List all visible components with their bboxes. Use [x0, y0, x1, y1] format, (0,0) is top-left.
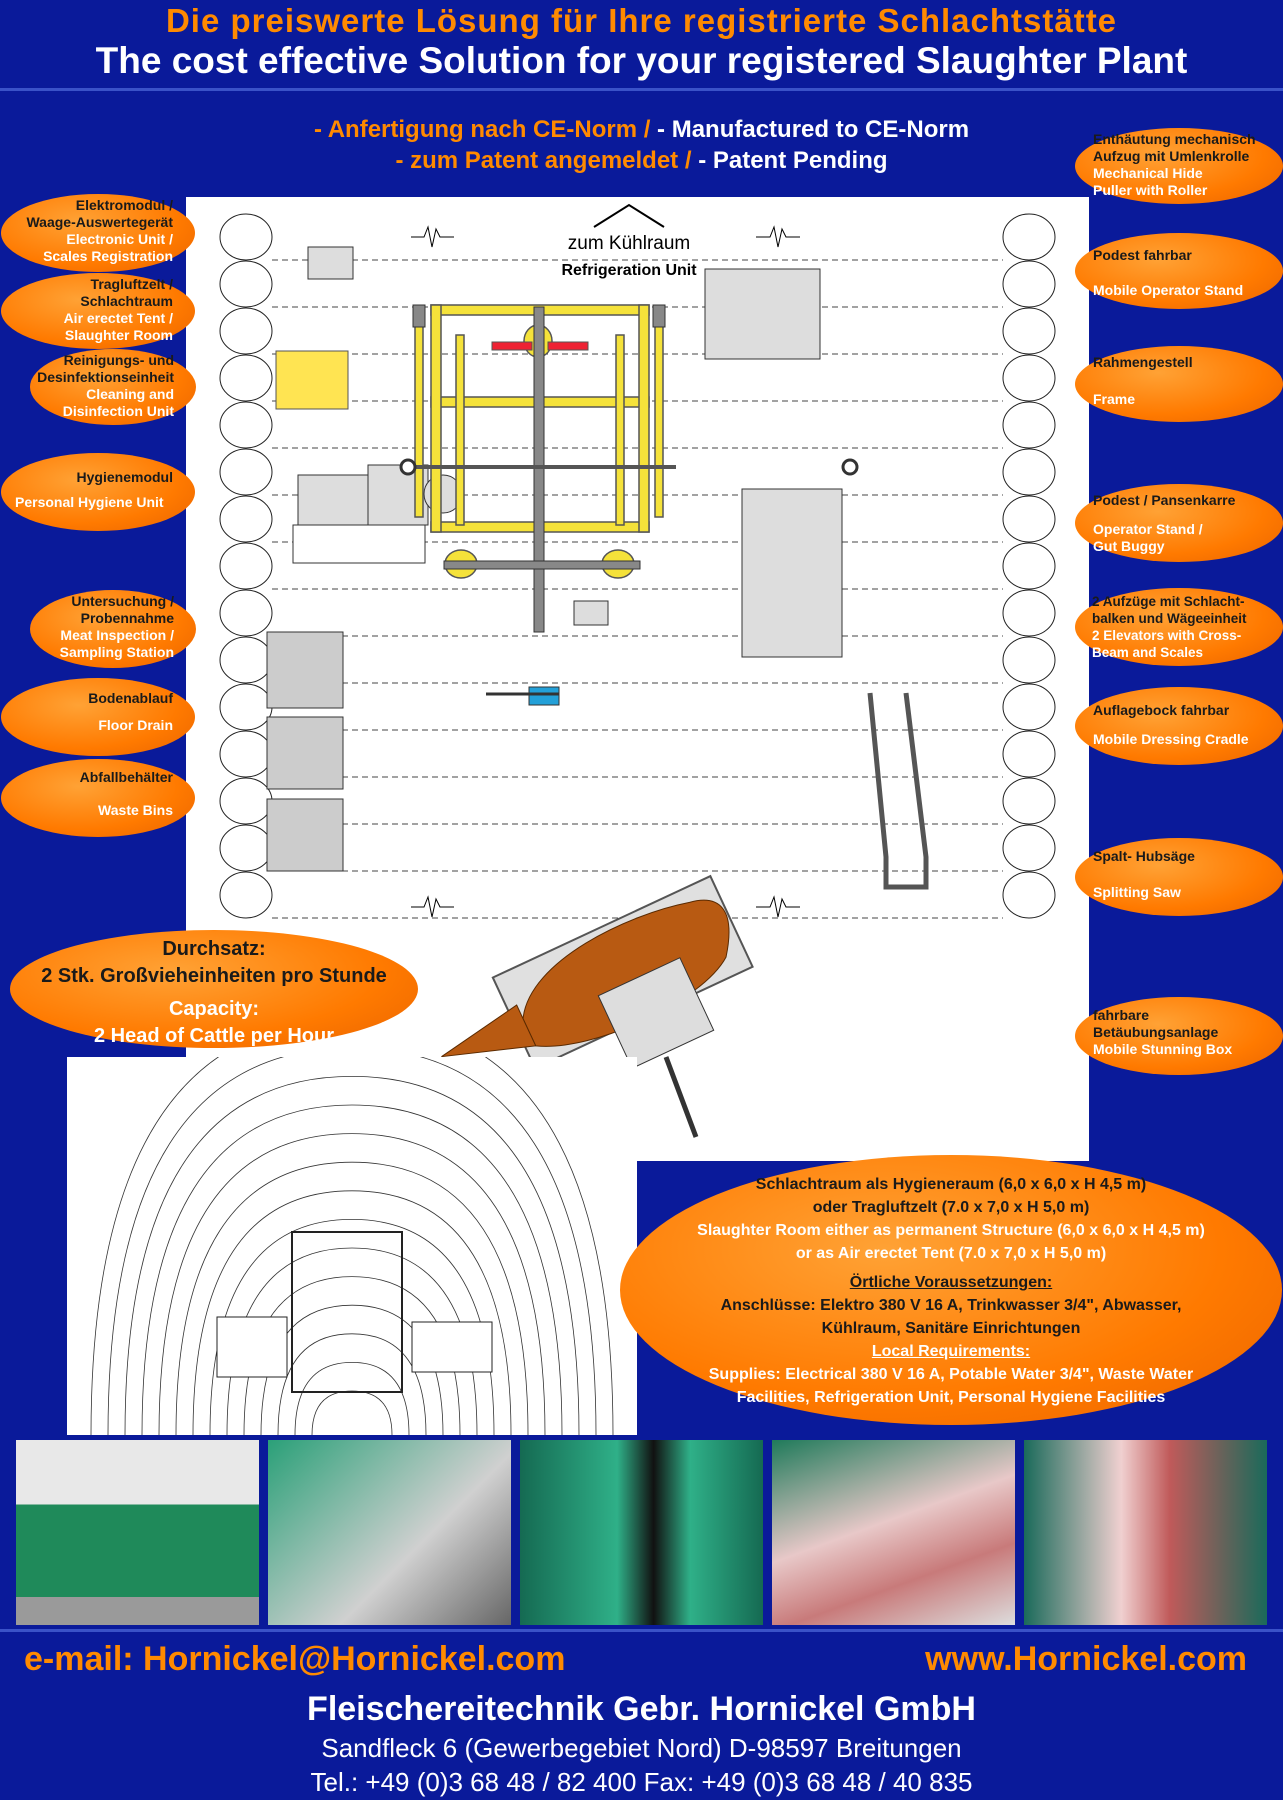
feature-ce-norm: - Anfertigung nach CE-Norm / - Manufactu… — [313, 116, 970, 143]
label-gut-buggy: Podest / Pansenkarre Operator Stand / Gu… — [1075, 484, 1283, 562]
tent-tube — [219, 401, 273, 449]
company-phone: Tel.: +49 (0)3 68 48 / 82 400 Fax: +49 (… — [310, 1767, 973, 1797]
tent-tube — [1002, 589, 1056, 637]
label-floor-drain: Bodenablauf Floor Drain — [1, 678, 195, 756]
tent-drawing — [67, 1018, 637, 1436]
tent-tube — [219, 260, 273, 308]
photo-tent-exterior — [16, 1440, 259, 1625]
floor-plan-drawing: zum Kühlraum Refrigeration Unit — [219, 203, 1056, 1138]
floor-plan: zum Kühlraum Refrigeration Unit — [186, 197, 1089, 1161]
label-air-tent: Tragluftzelt / Schlachtraum Air erectet … — [1, 273, 195, 349]
tent-tube — [1002, 824, 1056, 872]
website-link[interactable]: www.Hornickel.com — [925, 1640, 1247, 1678]
tent-tube — [1002, 354, 1056, 402]
refrigeration-label: Refrigeration Unit — [561, 262, 697, 279]
photo-strip — [16, 1440, 1273, 1625]
email-link[interactable]: e-mail: Hornickel@Hornickel.com — [24, 1640, 566, 1678]
tent-tube — [1002, 777, 1056, 825]
tent-sketch — [90, 1018, 614, 1436]
requirements-box: Schlachtraum als Hygieneraum (6,0 x 6,0 … — [620, 1155, 1282, 1425]
label-operator-stand: Podest fahrbar Mobile Operator Stand — [1075, 233, 1283, 309]
label-hide-puller: Enthäutung mechanisch Aufzug mit Umlenkr… — [1075, 128, 1283, 204]
photo-stunning — [268, 1440, 511, 1625]
label-meat-inspection: Untersuchung / Probennahme Meat Inspecti… — [30, 590, 196, 668]
tent-arch-line — [175, 1161, 529, 1436]
label-splitting-saw: Spalt- Hubsäge Splitting Saw — [1075, 838, 1283, 916]
tent-tube — [1002, 448, 1056, 496]
company-name: Fleischereitechnik Gebr. Hornickel GmbH — [307, 1690, 976, 1728]
tent-tube — [219, 354, 273, 402]
label-dressing-cradle: Auflagebock fahrbar Mobile Dressing Crad… — [1075, 687, 1283, 765]
tent-arch-line — [294, 1361, 410, 1436]
feature-patent: - zum Patent angemeldet / - Patent Pendi… — [395, 147, 888, 174]
title-english: The cost effective Solution for your reg… — [95, 40, 1188, 81]
tent-tube — [219, 307, 273, 355]
label-cleaning-unit: Reinigungs- und Desinfektionseinheit Cle… — [30, 349, 196, 425]
photo-dressing — [772, 1440, 1015, 1625]
tent-tube — [219, 542, 273, 590]
tent-tube — [1002, 401, 1056, 449]
tent-tube — [219, 777, 273, 825]
tent-tube — [219, 589, 273, 637]
tent-tube — [1002, 542, 1056, 590]
photo-hoisting — [520, 1440, 763, 1625]
tent-tube — [1002, 495, 1056, 543]
tent-tube — [1002, 213, 1056, 261]
tent-arch-line — [192, 1190, 512, 1436]
label-waste-bins: Abfallbehälter Waste Bins — [1, 759, 195, 837]
tent-tube — [1002, 260, 1056, 308]
tent-tube — [219, 683, 273, 731]
tent-arch-line — [141, 1104, 563, 1436]
tent-arch-line — [124, 1075, 580, 1436]
tent-tube — [1002, 307, 1056, 355]
company-address: Sandfleck 6 (Gewerbegebiet Nord) D-98597… — [321, 1733, 962, 1763]
tent-arch-line — [107, 1047, 597, 1436]
capacity-box: Durchsatz: 2 Stk. Großvieheinheiten pro … — [10, 930, 418, 1048]
label-frame: Rahmengestell Frame — [1075, 346, 1283, 422]
footer-divider — [0, 1629, 1283, 1632]
tent-tube — [219, 730, 273, 778]
tent-arch-line — [158, 1133, 546, 1436]
cold-room-label: zum Kühlraum — [568, 233, 691, 254]
header-divider — [0, 88, 1283, 91]
tent-tube — [219, 636, 273, 684]
tent-tube — [219, 213, 273, 261]
tent-tube — [1002, 683, 1056, 731]
title-german: Die preiswerte Lösung für Ihre registrie… — [165, 2, 1118, 39]
label-electronic-unit: Elektromodul / Waage-Auswertegerät Elect… — [1, 194, 195, 272]
label-hygiene-unit: Hygienemodul Personal Hygiene Unit — [1, 453, 195, 531]
tent-tube — [219, 495, 273, 543]
photo-carcasses — [1024, 1440, 1267, 1625]
label-stunning-box: fahrbare Betäubungsanlage Mobile Stunnin… — [1075, 997, 1283, 1075]
tent-tube — [1002, 871, 1056, 919]
tent-tube — [219, 871, 273, 919]
tent-tube — [1002, 730, 1056, 778]
tent-arch-line — [90, 1018, 614, 1436]
tent-arch-line — [277, 1333, 427, 1436]
tent-tube — [1002, 636, 1056, 684]
label-elevators: 2 Aufzüge mit Schlacht- balken und Wägee… — [1075, 588, 1283, 666]
tent-tube — [219, 448, 273, 496]
tent-tube — [219, 824, 273, 872]
tent-arch-line — [311, 1390, 393, 1436]
